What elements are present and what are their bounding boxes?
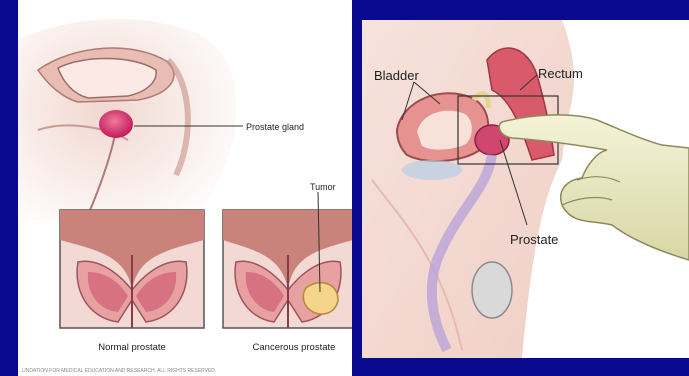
cancerous-prostate-caption: Cancerous prostate [253,342,336,353]
prostate-gland-shape [99,110,133,138]
left-illustration-panel: Prostate gland Normal prostate Tumor Can… [18,0,352,376]
tumor-label: Tumor [310,182,336,192]
prostate-gland-label: Prostate gland [246,122,304,132]
cancerous-prostate-inset [223,210,352,328]
right-illustration-panel: Bladder Rectum Prostate [362,20,689,358]
digital-rectal-exam-illustration: Bladder Rectum Prostate [362,20,689,358]
rectum-label: Rectum [538,66,583,81]
normal-prostate-inset [60,210,204,328]
bladder-label: Bladder [374,68,419,83]
copyright-notice: ...UNDATION FOR MEDICAL EDUCATION AND RE… [18,368,216,374]
tumor-shape [303,283,338,314]
pelvis-cross-section-illustration: Prostate gland Normal prostate Tumor Can… [18,0,352,376]
prostate-label: Prostate [510,232,558,247]
normal-prostate-caption: Normal prostate [98,342,166,353]
